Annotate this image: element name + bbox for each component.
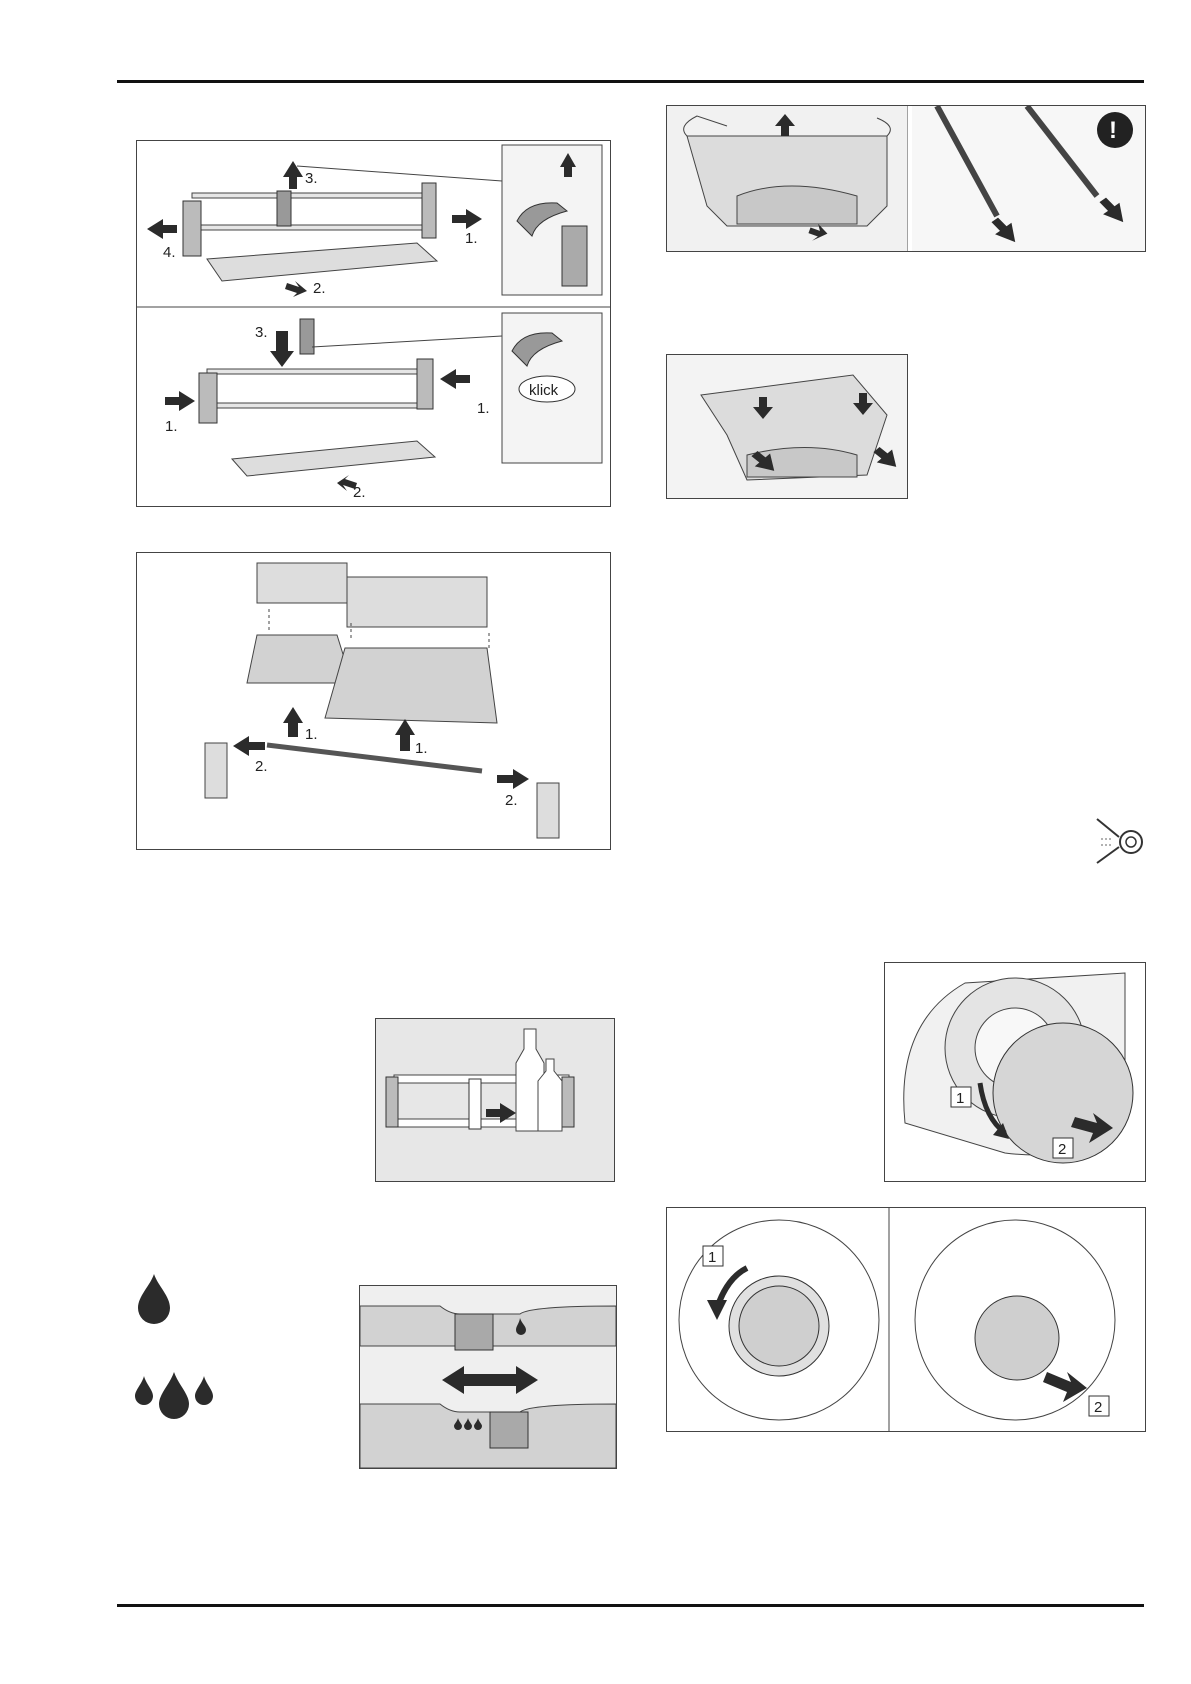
drawer-insert-figure — [666, 354, 908, 499]
fig1-label-step1: 1. — [465, 230, 478, 247]
filter-removal-figure: 1 2 — [666, 1207, 1146, 1432]
fig2-label-step2-right: 2. — [505, 792, 518, 809]
filter-removal-step1: 1 — [708, 1249, 716, 1266]
fig1-bottom-label-step2: 2. — [353, 484, 366, 501]
fig1-bottom-label-step1-left: 1. — [165, 418, 178, 435]
water-drop-icon — [134, 1272, 174, 1324]
top-rule — [117, 80, 1144, 83]
water-drops-icon — [133, 1370, 215, 1420]
exclamation-icon: ! — [1109, 117, 1117, 144]
filter-cover-figure: 1 2 — [884, 962, 1146, 1182]
fig1-label-step4: 4. — [163, 244, 176, 261]
fig2-label-step1-left: 1. — [305, 726, 318, 743]
shelf-removal-figure: 3. 4. 1. 2. 3. 1. 1. 2. klick — [136, 140, 611, 507]
fig1-label-step3: 3. — [305, 170, 318, 187]
fig2-label-step2-left: 2. — [255, 758, 268, 775]
fig1-label-step2: 2. — [313, 280, 326, 297]
fig1-bottom-label-step3: 3. — [255, 324, 268, 341]
drawer-removal-figure: ! — [666, 105, 1146, 252]
bottle-holder-figure — [375, 1018, 615, 1182]
bottom-rule — [117, 1604, 1144, 1607]
fig2-label-step1-right: 1. — [415, 740, 428, 757]
ventilation-icon — [1093, 817, 1145, 867]
filter-cover-step1: 1 — [956, 1090, 964, 1107]
fig1-bottom-label-step1-right: 1. — [477, 400, 490, 417]
humidity-slider-figure — [359, 1285, 617, 1469]
door-balcony-figure: 1. 1. 2. 2. — [136, 552, 611, 850]
fig1-klick-label: klick — [529, 382, 559, 399]
filter-removal-step2: 2 — [1094, 1399, 1102, 1416]
filter-cover-step2: 2 — [1058, 1141, 1066, 1158]
